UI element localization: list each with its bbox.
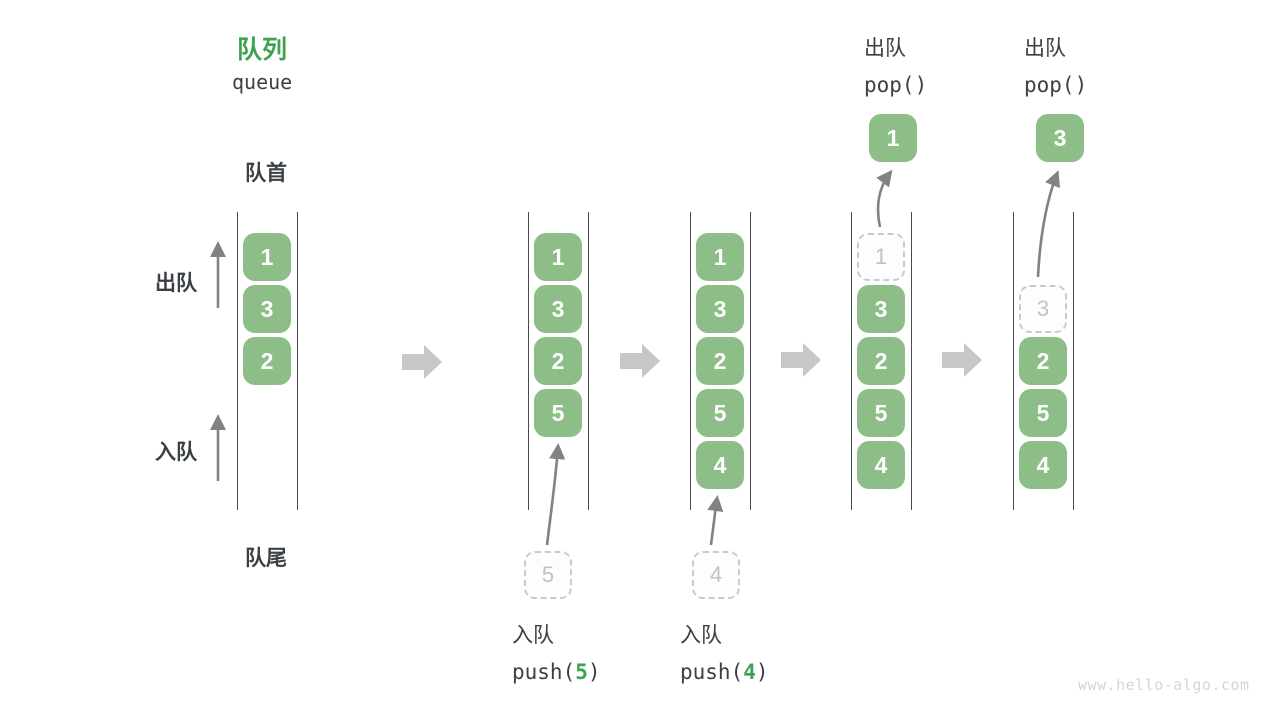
queue-cell: 1 [534,233,582,281]
queue-state-1: 1 3 2 [237,212,298,510]
watermark: www.hello-algo.com [1078,676,1250,694]
diagram-title-zh: 队列 [237,36,288,64]
queue-cell: 5 [1019,389,1067,437]
popped-cell: 1 [869,114,917,162]
state-transition-arrow-icon [620,344,660,378]
code-close: ) [755,660,769,684]
queue-cell: 5 [696,389,744,437]
queue-cell: 3 [243,285,291,333]
push-5-code: push(5) [512,660,601,684]
state-transition-arrow-icon [781,343,821,377]
queue-cell: 2 [243,337,291,385]
queue-cell: 2 [857,337,905,385]
pending-enqueue-cell: 4 [692,551,740,599]
push-4-code: push(4) [680,660,769,684]
queue-cell: 3 [857,285,905,333]
dequeue-direction-label: 出队 [155,272,197,295]
code-arg: 5 [575,660,588,684]
state-transition-arrow-icon [402,345,442,379]
push-4-caption: 入队 push(4) [680,619,769,684]
code-close: ) [587,660,601,684]
pop-caption-1: 出队 pop() [864,32,927,97]
enqueue-direction-label: 入队 [155,441,197,464]
queue-cell: 3 [696,285,744,333]
diagram-title-en: queue [232,70,293,94]
queue-cell: 1 [696,233,744,281]
queue-rear-label: 队尾 [245,547,287,570]
queue-cell: 3 [534,285,582,333]
queue-state-3: 1 3 2 5 4 [690,212,751,510]
queue-state-2: 1 3 2 5 [528,212,589,510]
state-transition-arrow-icon [942,343,982,377]
pop-caption-2: 出队 pop() [1024,32,1087,97]
queue-cell: 2 [1019,337,1067,385]
queue-state-4: 1 3 2 5 4 [851,212,912,510]
queue-cell: 4 [857,441,905,489]
pending-enqueue-cell: 5 [524,551,572,599]
push-5-caption: 入队 push(5) [512,619,601,684]
enqueue-caption-zh: 入队 [680,624,722,647]
code-fn: push( [512,660,576,684]
dequeued-ghost-cell: 1 [857,233,905,281]
code-fn: push( [680,660,744,684]
queue-cell: 2 [534,337,582,385]
queue-cell: 5 [857,389,905,437]
dequeue-caption-zh: 出队 [1024,37,1066,60]
pop-code: pop() [1024,73,1088,97]
dequeued-ghost-cell: 3 [1019,285,1067,333]
pop-code: pop() [864,73,928,97]
queue-cell: 5 [534,389,582,437]
enqueue-caption-zh: 入队 [512,624,554,647]
queue-front-label: 队首 [245,162,287,185]
queue-cell: 4 [1019,441,1067,489]
dequeue-caption-zh: 出队 [864,37,906,60]
queue-cell: 2 [696,337,744,385]
queue-cell: 1 [243,233,291,281]
queue-state-5: 3 2 5 4 [1013,212,1074,510]
popped-cell: 3 [1036,114,1084,162]
queue-cell: 4 [696,441,744,489]
code-arg: 4 [743,660,756,684]
